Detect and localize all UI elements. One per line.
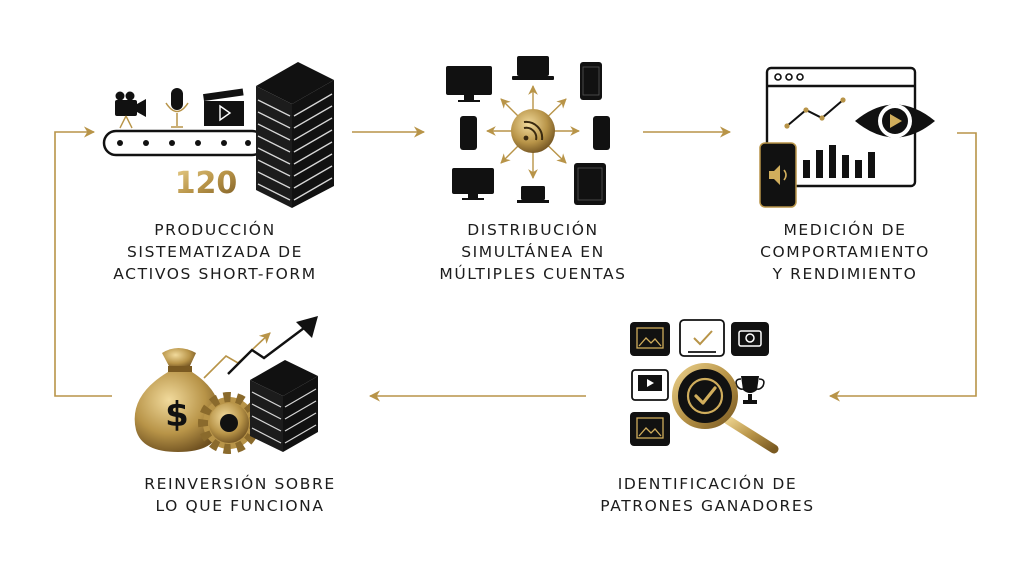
analytics-icon bbox=[759, 66, 935, 208]
step-5-label: REINVERSIÓN SOBRE LO QUE FUNCIONA bbox=[120, 473, 360, 517]
conveyor-belt-icon bbox=[102, 129, 266, 157]
tablet-icon bbox=[574, 163, 606, 205]
step-2-label-line-3: MÚLTIPLES CUENTAS bbox=[439, 265, 627, 283]
step-1-label-line-1: PRODUCCIÓN bbox=[154, 221, 276, 239]
production-icon: 120 bbox=[102, 62, 334, 208]
money-bag-icon: $ bbox=[134, 348, 221, 452]
image-tile-icon bbox=[630, 322, 670, 356]
step-5-label-line-1: REINVERSIÓN SOBRE bbox=[144, 475, 336, 493]
step-3-label-line-3: Y RENDIMIENTO bbox=[772, 265, 918, 283]
trophy-icon bbox=[735, 376, 765, 404]
check-card-icon bbox=[679, 319, 725, 357]
image-tile-bottom-icon bbox=[630, 412, 670, 446]
arrow-step3-to-step4 bbox=[828, 132, 977, 402]
step-1-label-line-2: SISTEMATIZADA DE bbox=[126, 243, 304, 261]
distribution-icon bbox=[446, 56, 610, 205]
step-2-label: DISTRIBUCIÓN SIMULTÁNEA EN MÚLTIPLES CUE… bbox=[413, 219, 653, 285]
eye-play-icon bbox=[855, 104, 935, 138]
step-1-label: PRODUCCIÓN SISTEMATIZADA DE ACTIVOS SHOR… bbox=[90, 219, 340, 285]
step-4-label: IDENTIFICACIÓN DE PATRONES GANADORES bbox=[575, 473, 840, 517]
clapperboard-icon bbox=[203, 88, 244, 126]
step-2-label-line-1: DISTRIBUCIÓN bbox=[467, 221, 599, 239]
desktop-icon-bottom-left bbox=[452, 168, 494, 200]
step-1-label-line-3: ACTIVOS SHORT-FORM bbox=[113, 265, 317, 283]
pattern-identification-icon bbox=[630, 319, 779, 454]
step-2-label-line-2: SIMULTÁNEA EN bbox=[461, 243, 605, 261]
step-3-label-line-2: COMPORTAMIENTO bbox=[760, 243, 930, 261]
content-stack-icon bbox=[256, 62, 334, 208]
video-tile-icon bbox=[631, 369, 669, 401]
production-counter: 120 bbox=[175, 166, 238, 201]
phone-icon-right bbox=[593, 116, 610, 150]
magnifier-check-icon bbox=[672, 363, 779, 454]
laptop-icon bbox=[512, 56, 554, 80]
currency-symbol: $ bbox=[165, 395, 189, 435]
reinvestment-icon: $ bbox=[134, 316, 318, 454]
video-camera-icon bbox=[115, 91, 146, 129]
gear-icon bbox=[198, 392, 260, 454]
monitor-icon bbox=[446, 66, 492, 102]
camera-tile-icon bbox=[731, 322, 769, 356]
trend-line bbox=[786, 99, 844, 127]
phone-icon-top-right bbox=[580, 62, 602, 100]
step-4-label-line-1: IDENTIFICACIÓN DE bbox=[617, 475, 798, 493]
phone-speaker-icon bbox=[759, 142, 797, 208]
step-5-label-line-2: LO QUE FUNCIONA bbox=[155, 497, 325, 515]
step-3-label-line-1: MEDICIÓN DE bbox=[783, 221, 907, 239]
mini-laptop-icon bbox=[517, 186, 549, 203]
growth-arrowhead bbox=[296, 316, 318, 338]
step-3-label: MEDICIÓN DE COMPORTAMIENTO Y RENDIMIENTO bbox=[730, 219, 960, 285]
step-4-label-line-2: PATRONES GANADORES bbox=[600, 497, 815, 515]
phone-icon-left bbox=[460, 116, 477, 150]
stacked-assets-icon bbox=[250, 360, 318, 452]
cycle-arrows bbox=[54, 126, 977, 402]
bar-chart-icon bbox=[803, 145, 875, 178]
microphone-icon bbox=[165, 88, 189, 128]
arrow-step5-to-step1 bbox=[54, 126, 112, 397]
